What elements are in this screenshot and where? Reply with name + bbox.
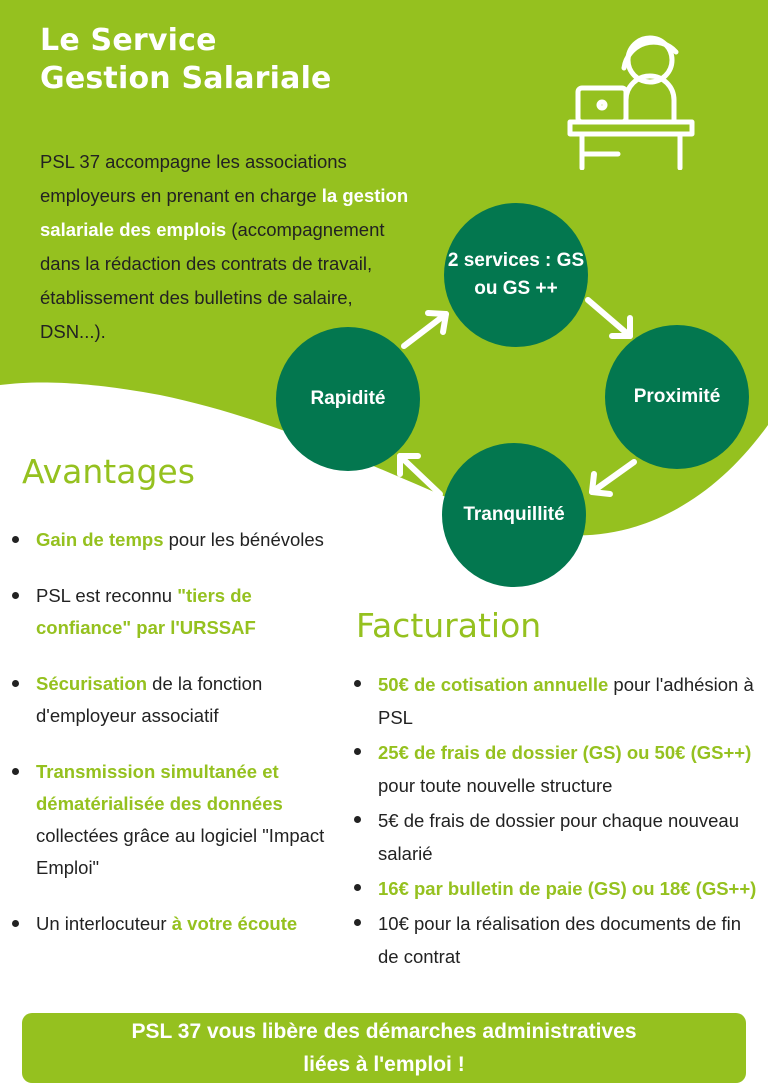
banner-line-2: liées à l'emploi ! [303, 1053, 465, 1076]
avantages-list: Gain de temps pour les bénévoles PSL est… [10, 524, 330, 964]
title-line-2: Gestion Salariale [40, 61, 332, 96]
list-item: Sécurisation de la fonction d'employeur … [10, 668, 330, 732]
list-item: Un interlocuteur à votre écoute [10, 908, 330, 940]
page-title: Le Service Gestion Salariale [40, 22, 332, 98]
title-line-1: Le Service [40, 23, 217, 58]
item-text: collectées grâce au logiciel "Impact Emp… [36, 825, 325, 878]
avantages-title: Avantages [22, 452, 195, 491]
item-bold: à votre écoute [171, 913, 298, 934]
bottom-banner: PSL 37 vous libère des démarches adminis… [22, 1013, 746, 1083]
item-bold: "tiers de confiance" par l'URSSAF [36, 585, 256, 638]
list-item: 50€ de cotisation annuelle pour l'adhési… [352, 668, 764, 734]
cycle-circle-proximite: Proximité [605, 325, 749, 469]
item-bold: 16€ par bulletin de paie (GS) ou 18€ (GS… [378, 878, 757, 899]
intro-paragraph: PSL 37 accompagne les associations emplo… [40, 145, 410, 349]
list-item: 10€ pour la réalisation des documents de… [352, 907, 764, 973]
item-text: de la fonction d'employeur associatif [36, 673, 263, 726]
intro-text-before: PSL 37 accompagne les associations emplo… [40, 150, 347, 206]
cycle-circle-rapidite: Rapidité [276, 327, 420, 471]
item-text: 5€ de frais de dossier pour chaque nouve… [378, 810, 740, 864]
banner-line-1: PSL 37 vous libère des démarches adminis… [131, 1020, 637, 1043]
item-bold: 50€ de cotisation annuelle [378, 674, 609, 695]
item-text: pour toute nouvelle structure [378, 775, 613, 796]
item-text: 10€ pour la réalisation des documents de… [378, 913, 742, 967]
item-bold: Transmission simultanée et dématérialisé… [36, 761, 283, 814]
item-text: Un interlocuteur [36, 913, 172, 934]
list-item: Transmission simultanée et dématérialisé… [10, 756, 330, 884]
list-item: Gain de temps pour les bénévoles [10, 524, 330, 556]
cycle-circle-tranquillite: Tranquillité [442, 443, 586, 587]
item-text: pour l'adhésion à PSL [378, 674, 754, 728]
facturation-list: 50€ de cotisation annuelle pour l'adhési… [352, 668, 764, 975]
intro-text-after: (accompagnement dans la rédaction des co… [40, 218, 385, 342]
intro-highlight: la gestion salariale des emplois [40, 184, 409, 240]
cycle-circle-services: 2 services : GS ou GS ++ [444, 203, 588, 347]
facturation-title: Facturation [356, 606, 542, 645]
list-item: 16€ par bulletin de paie (GS) ou 18€ (GS… [352, 872, 764, 905]
item-text: PSL est reconnu [36, 585, 178, 606]
item-bold: Sécurisation [36, 673, 148, 694]
list-item: 5€ de frais de dossier pour chaque nouve… [352, 804, 764, 870]
list-item: 25€ de frais de dossier (GS) ou 50€ (GS+… [352, 736, 764, 802]
list-item: PSL est reconnu "tiers de confiance" par… [10, 580, 330, 644]
item-text: pour les bénévoles [163, 529, 324, 550]
item-bold: Gain de temps [36, 529, 164, 550]
desk-worker-icon [567, 35, 695, 170]
item-bold: 25€ de frais de dossier (GS) ou 50€ (GS+… [378, 742, 752, 763]
